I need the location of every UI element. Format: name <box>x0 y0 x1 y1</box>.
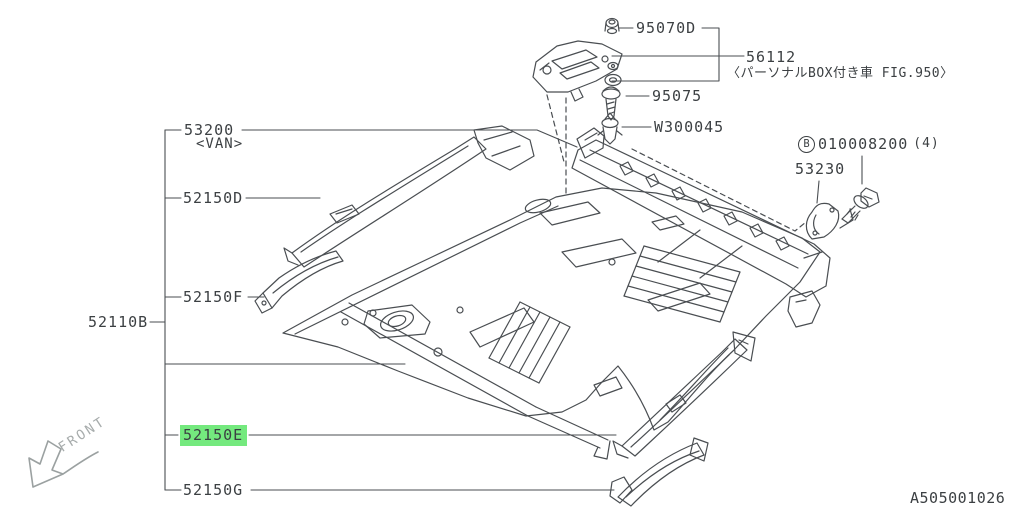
label-52150e-highlight[interactable]: 52150E <box>180 425 248 446</box>
bolt-010008200-art <box>841 187 880 224</box>
label-52110b[interactable]: 52110B <box>88 313 149 331</box>
clip-w300045-art <box>597 112 623 145</box>
label-52150f[interactable]: 52150F <box>183 288 244 306</box>
rail-52150d-art <box>283 125 535 268</box>
bolt-ref-quantity: (4) <box>913 136 940 152</box>
bracket-56112-art <box>532 40 623 102</box>
label-95075[interactable]: 95075 <box>652 87 703 105</box>
bolt-ref-number: 010008200 <box>818 135 909 154</box>
label-53230[interactable]: 53230 <box>795 160 846 178</box>
bracket-53230-art <box>805 202 854 240</box>
washers-56112-art <box>604 61 622 87</box>
label-53200-variant: <VAN> <box>196 136 244 152</box>
label-53200[interactable]: 53200 <box>184 121 235 139</box>
label-56112[interactable]: 56112 <box>746 48 797 66</box>
rail-52150g-art <box>609 437 709 507</box>
rail-52150e-art <box>612 331 756 459</box>
label-52150d[interactable]: 52150D <box>183 189 244 207</box>
label-52150g[interactable]: 52150G <box>183 481 244 499</box>
drawing-number: A505001026 <box>910 489 1006 507</box>
leader-lines <box>149 27 863 491</box>
rail-52150f-art <box>254 250 344 314</box>
label-95070d[interactable]: 95070D <box>636 19 697 37</box>
label-52150e-wrap: 52150E <box>180 425 248 446</box>
front-arrow-icon <box>28 440 99 488</box>
grommet-95070d-art <box>604 17 620 35</box>
label-w300045[interactable]: W300045 <box>654 118 725 136</box>
circled-b-icon: B <box>798 136 815 153</box>
label-56112-note: 〈パーソナルBOX付き車 FIG.950〉 <box>727 66 954 81</box>
floor-panel-52110b-art <box>282 187 821 460</box>
reference-dashed-lines <box>546 94 807 232</box>
label-bolt-ref[interactable]: B 010008200 (4) <box>798 136 940 153</box>
